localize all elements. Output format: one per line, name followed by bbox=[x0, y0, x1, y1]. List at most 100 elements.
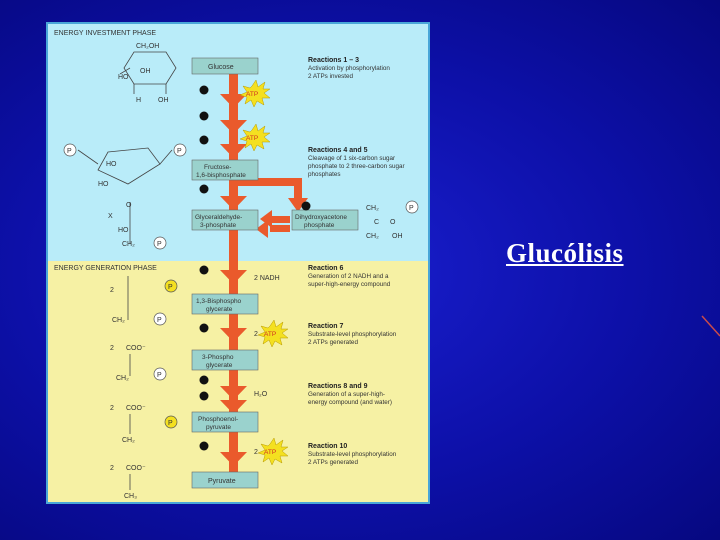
atp-starburst-4: ATP bbox=[257, 437, 289, 466]
dhap-p: P bbox=[409, 205, 414, 212]
reaction-block-5: Reactions 8 and 9 Generation of a super-… bbox=[308, 383, 392, 406]
svg-text:Reaction 7: Reaction 7 bbox=[308, 323, 344, 330]
svg-text:super-high-energy compound: super-high-energy compound bbox=[308, 281, 391, 288]
dhap-ch2-bottom: CH₂ bbox=[366, 233, 379, 240]
svg-text:Reactions 1 – 3: Reactions 1 – 3 bbox=[308, 57, 359, 64]
pyr-ch3: CH₃ bbox=[124, 493, 137, 500]
atp-starburst-3: ATP bbox=[257, 319, 289, 348]
pep-two: 2 bbox=[110, 405, 114, 412]
isomerase-arrow bbox=[268, 216, 290, 223]
g3p-p: P bbox=[157, 241, 162, 248]
g3p-ch2: CH₂ bbox=[122, 241, 135, 248]
slide-title: Glucólisis bbox=[506, 238, 624, 268]
water-label: H₂O bbox=[254, 391, 268, 398]
svg-text:ATP: ATP bbox=[246, 135, 258, 142]
reaction-block-1: Reactions 1 – 3 Activation by phosphoryl… bbox=[308, 57, 390, 80]
step-box-dhap: Dihydroxyacetone phosphate bbox=[291, 209, 359, 231]
fructose-ho2: HO bbox=[98, 181, 109, 188]
svg-text:Generation of 2 NADH and a: Generation of 2 NADH and a bbox=[308, 273, 389, 280]
bpg-p1: P bbox=[168, 284, 173, 291]
reaction-block-4: Reaction 7 Substrate-level phosphorylati… bbox=[308, 323, 397, 346]
svg-text:Substrate-level phosphorylatio: Substrate-level phosphorylation bbox=[308, 451, 397, 458]
fructose-p-right: P bbox=[177, 148, 182, 155]
atp-two-2: 2 bbox=[254, 449, 258, 456]
svg-text:Reaction 10: Reaction 10 bbox=[308, 443, 347, 450]
svg-text:Glucose: Glucose bbox=[208, 64, 234, 71]
svg-text:Substrate-level phosphorylatio: Substrate-level phosphorylation bbox=[308, 331, 397, 338]
atp-starburst-2: ATP bbox=[239, 123, 271, 152]
svg-text:energy compound (and water): energy compound (and water) bbox=[308, 399, 392, 406]
step-box-g3p: Glyceraldehyde- 3-phosphate bbox=[191, 209, 259, 231]
g3p-ho: HO bbox=[118, 227, 129, 234]
step-box-pyruvate: Pyruvate bbox=[191, 471, 259, 489]
glucose-structure bbox=[119, 51, 177, 94]
nadh-label: 2 NADH bbox=[254, 275, 280, 282]
svg-text:Activation by phosphorylation: Activation by phosphorylation bbox=[308, 65, 390, 72]
step-box-bpg: 1,3-Bisphospho glycerate bbox=[191, 293, 259, 315]
glucose-ring-oh: OH bbox=[140, 68, 151, 75]
svg-text:1,3-Bisphospho: 1,3-Bisphospho bbox=[196, 298, 242, 305]
bpg-ch2: CH₂ bbox=[112, 317, 125, 324]
svg-text:Cleavage of 1 six-carbon sugar: Cleavage of 1 six-carbon sugar bbox=[308, 155, 395, 162]
svg-text:3-Phospho: 3-Phospho bbox=[202, 354, 234, 361]
svg-text:Pyruvate: Pyruvate bbox=[208, 478, 236, 485]
svg-text:phosphate to 2 three-carbon su: phosphate to 2 three-carbon sugar bbox=[308, 163, 405, 170]
svg-text:Reactions 8 and 9: Reactions 8 and 9 bbox=[308, 383, 368, 390]
fructose-p-left: P bbox=[67, 148, 72, 155]
svg-text:1,6-bisphosphate: 1,6-bisphosphate bbox=[196, 172, 246, 179]
glycolysis-diagram: ENERGY INVESTMENT PHASE ENERGY GENERATIO… bbox=[46, 22, 430, 504]
svg-text:Fructose-: Fructose- bbox=[204, 164, 231, 171]
pg3-ch2: CH₂ bbox=[116, 375, 129, 382]
pathway-arrowheads bbox=[220, 94, 247, 466]
fructose-ho: HO bbox=[106, 161, 117, 168]
dhap-oh: OH bbox=[392, 233, 403, 240]
pg3-p: P bbox=[157, 372, 162, 379]
glucose-ho: HO bbox=[118, 74, 129, 81]
svg-text:2 ATPs generated: 2 ATPs generated bbox=[308, 339, 358, 346]
dhap-c: C bbox=[374, 219, 379, 226]
atp-two-1: 2 bbox=[254, 331, 258, 338]
svg-text:Reaction 6: Reaction 6 bbox=[308, 265, 344, 272]
dhap-ch2: CH₂ bbox=[366, 205, 379, 212]
svg-text:glycerate: glycerate bbox=[206, 362, 233, 369]
pep-ch2: CH₂ bbox=[122, 437, 135, 444]
svg-text:Glyceraldehyde-: Glyceraldehyde- bbox=[195, 214, 242, 221]
svg-text:Reactions 4 and 5: Reactions 4 and 5 bbox=[308, 147, 368, 154]
step-box-glucose: Glucose bbox=[191, 57, 259, 75]
svg-text:phosphates: phosphates bbox=[308, 171, 341, 178]
cleavage-branch-arrow bbox=[238, 178, 302, 202]
step-box-3pg: 3-Phospho glycerate bbox=[191, 349, 259, 371]
investment-phase-label: ENERGY INVESTMENT PHASE bbox=[54, 30, 156, 37]
glucose-ch2oh: CH₂OH bbox=[136, 43, 159, 50]
atp-starburst-1: ATP bbox=[239, 79, 271, 108]
step-number-markers bbox=[199, 85, 311, 451]
generation-phase-label: ENERGY GENERATION PHASE bbox=[54, 265, 157, 272]
svg-text:phosphate: phosphate bbox=[304, 222, 335, 229]
pyr-coo: COO⁻ bbox=[126, 465, 146, 472]
svg-text:Dihydroxyacetone: Dihydroxyacetone bbox=[295, 214, 347, 221]
svg-text:ATP: ATP bbox=[264, 331, 276, 338]
step-box-fructose: Fructose- 1,6-bisphosphate bbox=[191, 159, 259, 181]
pyr-two: 2 bbox=[110, 465, 114, 472]
bpg-two: 2 bbox=[110, 287, 114, 294]
reaction-block-3: Reaction 6 Generation of 2 NADH and a su… bbox=[308, 265, 391, 288]
bpg-p2: P bbox=[157, 317, 162, 324]
svg-text:ATP: ATP bbox=[246, 91, 258, 98]
reaction-block-2: Reactions 4 and 5 Cleavage of 1 six-carb… bbox=[308, 147, 405, 178]
pg3-coo: COO⁻ bbox=[126, 345, 146, 352]
svg-text:ATP: ATP bbox=[264, 449, 276, 456]
svg-text:Phosphoenol-: Phosphoenol- bbox=[198, 416, 238, 423]
g3p-x: X bbox=[108, 213, 113, 220]
glucose-h: H bbox=[136, 97, 141, 104]
svg-text:3-phosphate: 3-phosphate bbox=[200, 222, 237, 229]
reaction-block-6: Reaction 10 Substrate-level phosphorylat… bbox=[308, 443, 397, 466]
pg3-two: 2 bbox=[110, 345, 114, 352]
svg-text:glycerate: glycerate bbox=[206, 306, 233, 313]
glycolysis-svg: ENERGY INVESTMENT PHASE ENERGY GENERATIO… bbox=[48, 24, 428, 502]
fructose-structure bbox=[77, 147, 173, 185]
dhap-o: O bbox=[390, 219, 396, 226]
svg-text:2 ATPs invested: 2 ATPs invested bbox=[308, 73, 354, 80]
g3p-o: O bbox=[126, 202, 132, 209]
glucose-oh: OH bbox=[158, 97, 169, 104]
